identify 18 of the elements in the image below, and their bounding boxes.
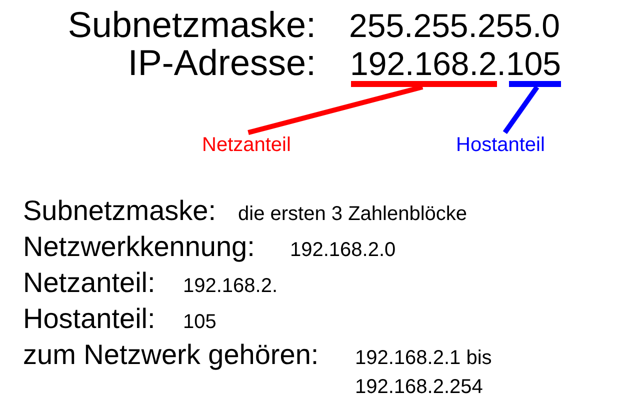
term-label: Subnetzmaske: bbox=[23, 195, 216, 228]
term-label: Netzanteil: bbox=[23, 267, 156, 300]
term-label: Netzwerkkennung: bbox=[23, 231, 255, 264]
leader-line bbox=[248, 84, 424, 135]
term-value: 192.168.2.0 bbox=[290, 238, 396, 263]
ip-address-value: 192.168.2.105 bbox=[350, 44, 562, 83]
underline-bar bbox=[351, 81, 497, 87]
term-value: 192.168.2. bbox=[183, 274, 278, 299]
term-label: zum Netzwerk gehören: bbox=[23, 339, 319, 372]
part-label: Netzanteil bbox=[202, 134, 291, 157]
term-value: die ersten 3 Zahlenblöcke bbox=[238, 202, 468, 227]
underline-bar bbox=[509, 81, 561, 87]
leader-line bbox=[502, 86, 540, 134]
term-value: 192.168.2.1 bis 192.168.2.254 bbox=[355, 346, 493, 400]
part-label: Hostanteil bbox=[456, 134, 545, 157]
subnet-mask-value: 255.255.255.0 bbox=[349, 6, 560, 45]
term-label: Hostanteil: bbox=[23, 303, 156, 336]
term-value: 105 bbox=[183, 310, 216, 335]
